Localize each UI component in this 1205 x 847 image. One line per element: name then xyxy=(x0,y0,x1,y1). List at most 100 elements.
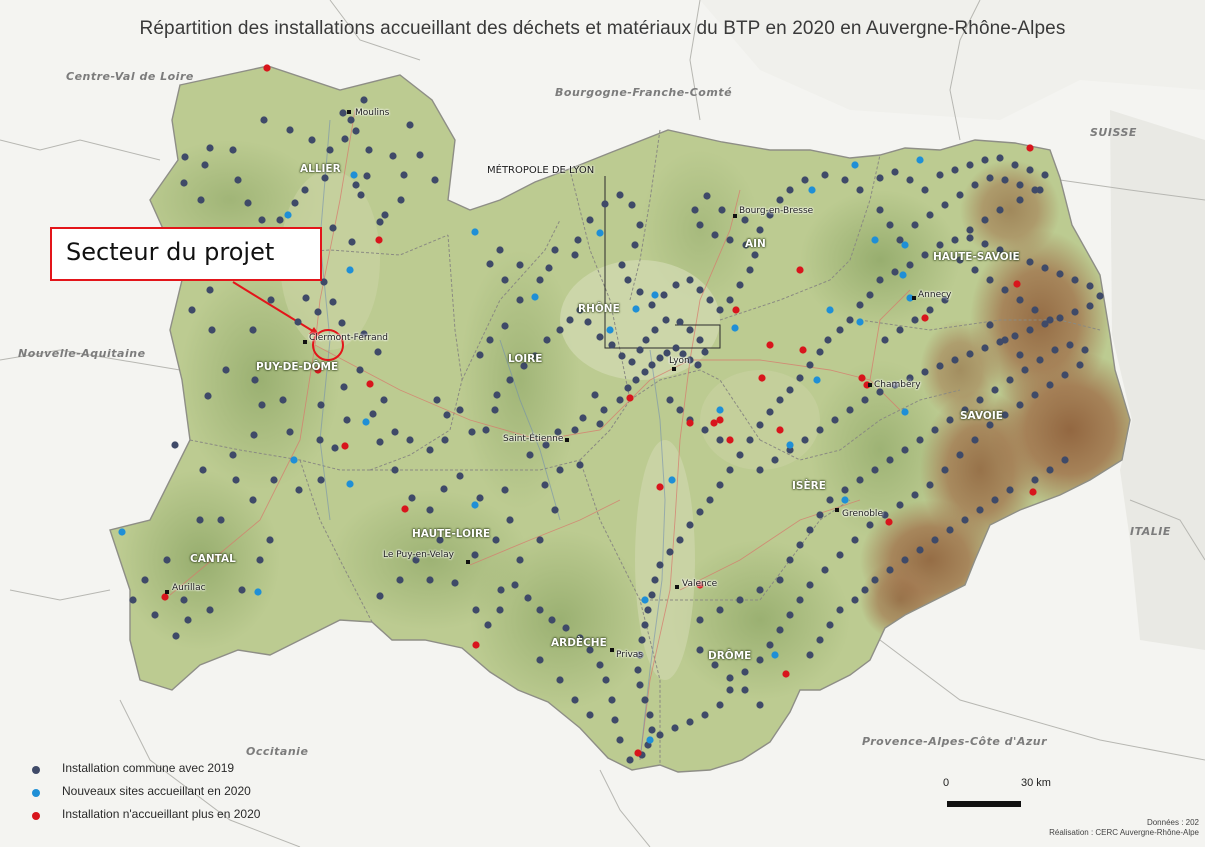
city-label-le-puy-en-velay: Le Puy-en-Velay xyxy=(383,550,454,560)
installation-point xyxy=(821,566,829,574)
installation-point xyxy=(941,296,949,304)
installation-point xyxy=(456,472,464,480)
installation-point xyxy=(326,146,334,154)
project-sector-circle xyxy=(312,329,344,361)
installation-point xyxy=(921,186,929,194)
dept-label-ardeche: ARDÈCHE xyxy=(551,637,607,649)
installation-point xyxy=(706,296,714,304)
installation-point xyxy=(856,476,864,484)
installation-point xyxy=(876,206,884,214)
installation-point xyxy=(966,350,974,358)
installation-point xyxy=(901,408,909,416)
installation-point xyxy=(526,451,534,459)
installation-point xyxy=(696,286,704,294)
installation-point xyxy=(1011,332,1019,340)
installation-point xyxy=(679,350,687,358)
installation-point xyxy=(931,426,939,434)
installation-point xyxy=(986,321,994,329)
installation-point xyxy=(644,606,652,614)
installation-point xyxy=(716,306,724,314)
installation-point xyxy=(329,224,337,232)
installation-point xyxy=(906,176,914,184)
installation-point xyxy=(401,505,409,513)
installation-point xyxy=(1029,488,1037,496)
installation-point xyxy=(1056,270,1064,278)
installation-point xyxy=(676,318,684,326)
installation-point xyxy=(758,374,766,382)
installation-point xyxy=(951,236,959,244)
installation-point xyxy=(201,161,209,169)
installation-point xyxy=(321,174,329,182)
installation-point xyxy=(756,586,764,594)
installation-point xyxy=(696,336,704,344)
installation-point xyxy=(716,436,724,444)
installation-point xyxy=(916,436,924,444)
installation-point xyxy=(741,686,749,694)
installation-point xyxy=(376,218,384,226)
installation-point xyxy=(258,401,266,409)
region-label-bourgogne-franche-comte: Bourgogne-Franche-Comté xyxy=(555,86,733,99)
installation-point xyxy=(841,496,849,504)
installation-point xyxy=(391,428,399,436)
installation-point xyxy=(1066,341,1074,349)
installation-point xyxy=(756,656,764,664)
installation-point xyxy=(596,420,604,428)
installation-point xyxy=(363,172,371,180)
installation-point xyxy=(249,496,257,504)
installation-point xyxy=(686,276,694,284)
installation-point xyxy=(375,236,383,244)
installation-point xyxy=(641,621,649,629)
installation-point xyxy=(726,236,734,244)
installation-point xyxy=(412,556,420,564)
installation-point xyxy=(472,641,480,649)
installation-point xyxy=(606,326,614,334)
installation-point xyxy=(400,171,408,179)
dept-label-puy-de-dome: PUY-DE-DÔME xyxy=(256,361,339,373)
installation-point xyxy=(350,171,358,179)
installation-point xyxy=(806,581,814,589)
installation-point xyxy=(921,314,929,322)
installation-point xyxy=(746,436,754,444)
installation-point xyxy=(369,410,377,418)
installation-point xyxy=(921,251,929,259)
installation-point xyxy=(896,501,904,509)
dept-label-drome: DRÔME xyxy=(708,650,752,662)
installation-point xyxy=(1041,320,1049,328)
installation-point xyxy=(776,426,784,434)
installation-point xyxy=(931,536,939,544)
installation-point xyxy=(1006,486,1014,494)
installation-point xyxy=(642,336,650,344)
installation-point xyxy=(936,171,944,179)
city-label-valence: Valence xyxy=(682,579,718,589)
installation-point xyxy=(376,438,384,446)
installation-point xyxy=(786,611,794,619)
installation-point xyxy=(180,596,188,604)
installation-point xyxy=(886,221,894,229)
installation-point xyxy=(906,374,914,382)
installation-point xyxy=(571,426,579,434)
installation-point xyxy=(341,442,349,450)
installation-point xyxy=(836,606,844,614)
installation-point xyxy=(1001,286,1009,294)
installation-point xyxy=(1016,196,1024,204)
region-label-occitanie: Occitanie xyxy=(246,745,309,758)
installation-point xyxy=(290,456,298,464)
installation-point xyxy=(1026,326,1034,334)
installation-point xyxy=(217,516,225,524)
installation-point xyxy=(901,556,909,564)
region-label-provence: Provence-Alpes-Côte d'Azur xyxy=(862,735,1048,748)
installation-point xyxy=(861,586,869,594)
installation-point xyxy=(596,229,604,237)
installation-point xyxy=(906,294,914,302)
installation-point xyxy=(163,556,171,564)
city-label-privas: Privas xyxy=(616,650,643,660)
installation-point xyxy=(436,536,444,544)
installation-point xyxy=(616,736,624,744)
installation-point xyxy=(666,548,674,556)
installation-point xyxy=(608,696,616,704)
installation-point xyxy=(263,64,271,72)
installation-point xyxy=(801,176,809,184)
installation-point xyxy=(711,661,719,669)
